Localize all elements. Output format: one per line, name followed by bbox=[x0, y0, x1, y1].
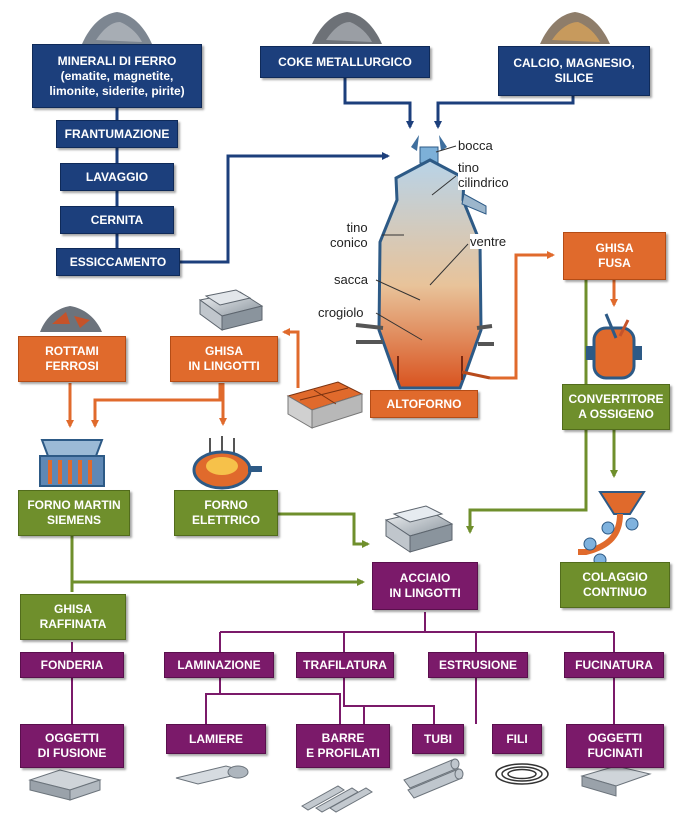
label-tino-cilindrico: tino cilindrico bbox=[458, 160, 509, 190]
label-tino-conico: tino conico bbox=[330, 220, 368, 250]
limestone-heap-icon bbox=[540, 12, 610, 44]
casting-object-icon bbox=[28, 769, 102, 801]
oxygen-converter-icon bbox=[586, 313, 642, 380]
coke-heap-icon bbox=[312, 12, 382, 44]
label-sacca: sacca bbox=[334, 272, 368, 287]
refined-pig-iron-box: GHISA RAFFINATA bbox=[20, 594, 126, 640]
electric-furnace-icon bbox=[192, 436, 262, 490]
green-connectors bbox=[70, 280, 618, 592]
sheet-roll-icon bbox=[175, 765, 249, 785]
pig-iron-ingots-box: GHISA IN LINGOTTI bbox=[170, 336, 278, 382]
label-crogiolo: crogiolo bbox=[318, 305, 364, 320]
blast-furnace-box: ALTOFORNO bbox=[370, 390, 478, 418]
drying-box: ESSICCAMENTO bbox=[56, 248, 180, 276]
wire-coil-icon bbox=[495, 763, 549, 785]
label-bocca: bocca bbox=[458, 138, 493, 153]
scrap-heap-icon bbox=[40, 306, 102, 332]
scrap-iron-box: ROTTAMI FERROSI bbox=[18, 336, 126, 382]
wires-box: FILI bbox=[492, 724, 542, 754]
oxygen-converter-box: CONVERTITORE A OSSIGENO bbox=[562, 384, 670, 430]
washing-box: LAVAGGIO bbox=[60, 163, 174, 191]
sorting-box: CERNITA bbox=[60, 206, 174, 234]
continuous-casting-box: COLAGGIO CONTINUO bbox=[560, 562, 670, 608]
steel-ingots-icon bbox=[384, 505, 454, 553]
drawing-box: TRAFILATURA bbox=[296, 652, 394, 678]
cast-objects-box: OGGETTI DI FUSIONE bbox=[20, 724, 124, 768]
steel-ingots-box: ACCIAIO IN LINGOTTI bbox=[372, 562, 478, 610]
iron-ore-box: MINERALI DI FERRO (ematite, magnetite, l… bbox=[32, 44, 202, 108]
forging-box: FUCINATURA bbox=[564, 652, 664, 678]
molten-pig-iron-box: GHISA FUSA bbox=[563, 232, 666, 280]
coke-box: COKE METALLURGICO bbox=[260, 46, 430, 78]
purple-connectors bbox=[71, 612, 615, 724]
iron-ore-heap-icon bbox=[82, 12, 152, 44]
sheets-box: LAMIERE bbox=[166, 724, 266, 754]
forged-object-icon bbox=[580, 765, 652, 797]
martin-siemens-box: FORNO MARTIN SIEMENS bbox=[18, 490, 130, 536]
tubes-box: TUBI bbox=[412, 724, 464, 754]
tubes-icon bbox=[403, 758, 464, 799]
extrusion-box: ESTRUSIONE bbox=[428, 652, 528, 678]
bars-profiles-box: BARRE E PROFILATI bbox=[296, 724, 390, 768]
electric-furnace-box: FORNO ELETTRICO bbox=[174, 490, 278, 536]
pig-iron-ingots-icon bbox=[198, 289, 264, 331]
orange-connectors bbox=[66, 251, 618, 428]
crushing-box: FRANTUMAZIONE bbox=[56, 120, 178, 148]
continuous-casting-icon bbox=[578, 491, 646, 567]
martin-siemens-furnace-icon bbox=[39, 439, 105, 487]
ingot-mold-icon bbox=[286, 381, 364, 429]
forged-objects-box: OGGETTI FUCINATI bbox=[566, 724, 664, 768]
foundry-box: FONDERIA bbox=[20, 652, 124, 678]
blast-furnace-icon bbox=[355, 135, 494, 390]
furnace-leader-lines bbox=[375, 145, 469, 341]
calcium-box: CALCIO, MAGNESIO, SILICE bbox=[498, 46, 650, 96]
rolling-box: LAMINAZIONE bbox=[164, 652, 274, 678]
label-ventre: ventre bbox=[470, 234, 507, 249]
bars-profiles-icon bbox=[301, 785, 373, 813]
